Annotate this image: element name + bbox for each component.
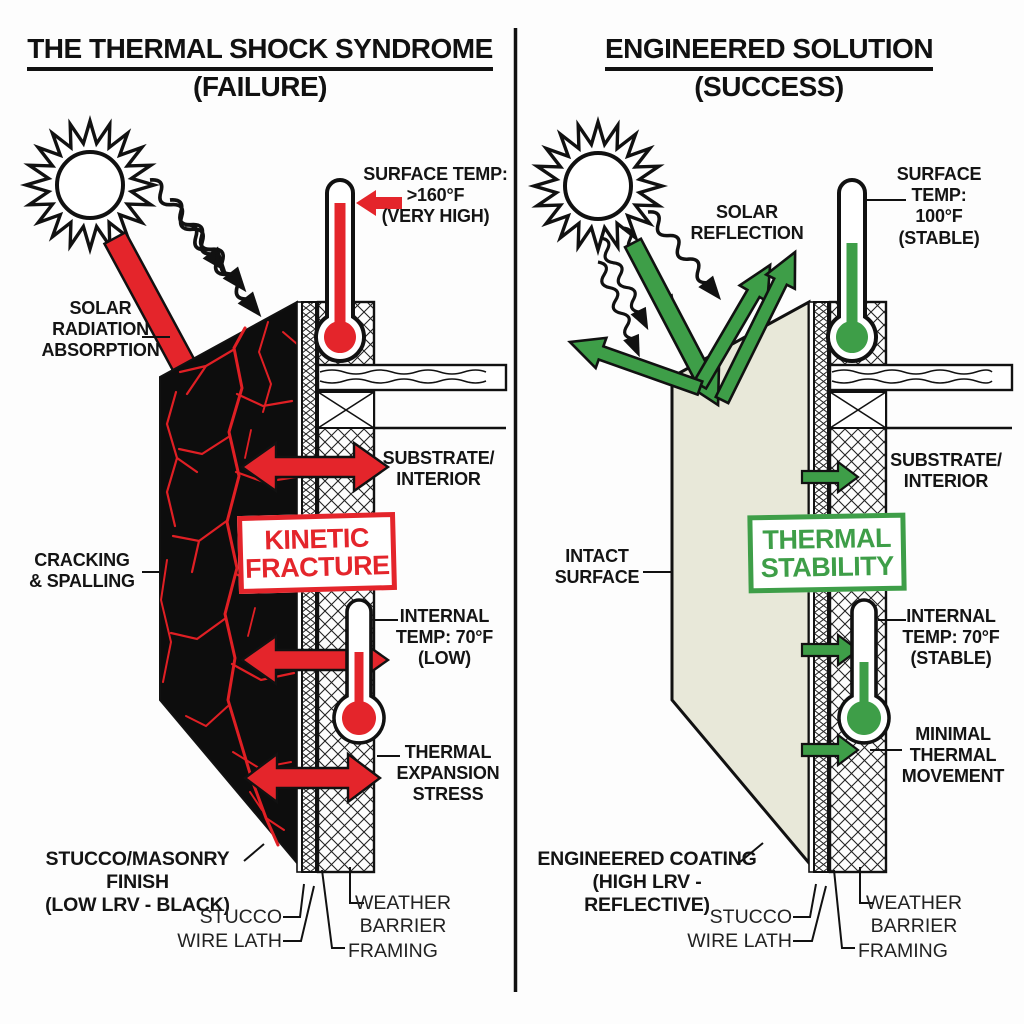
surface-thermometer-stable-icon bbox=[826, 178, 878, 363]
stucco-layer-label-failure: STUCCO bbox=[199, 906, 282, 928]
leader-lines-left bbox=[142, 336, 400, 949]
internal-thermometer-stable-icon bbox=[837, 598, 891, 745]
failure-diagram bbox=[19, 114, 508, 949]
failure-title-text: THE THERMAL SHOCK SYNDROME bbox=[27, 33, 493, 71]
minimal-transfer-arrows bbox=[800, 459, 860, 768]
kinetic-fracture-callout: KINETIC FRACTURE bbox=[237, 511, 397, 595]
wire-lath-label-success: WIRE LATH bbox=[687, 930, 792, 952]
thermal-stability-callout: THERMAL STABILITY bbox=[747, 512, 907, 594]
success-title-text: ENGINEERED SOLUTION bbox=[604, 33, 934, 71]
thermal-expansion-label: THERMAL EXPANSION STRESS bbox=[396, 742, 500, 805]
surface-temp-pointer-arrow bbox=[356, 190, 402, 216]
weather-barrier-label-success: WEATHER BARRIER bbox=[865, 892, 963, 937]
success-panel-subtitle: (SUCCESS) bbox=[694, 71, 844, 102]
failure-panel-subtitle: (FAILURE) bbox=[193, 71, 327, 102]
solar-reflection-label: SOLAR REFLECTION bbox=[690, 202, 804, 244]
substrate-interior-label-failure: SUBSTRATE/ INTERIOR bbox=[382, 448, 495, 490]
leader-lines-right bbox=[643, 199, 906, 949]
solar-radiation-label: SOLAR RADIATION ABSORPTION bbox=[41, 298, 160, 361]
minimal-movement-label: MINIMAL THERMAL MOVEMENT bbox=[901, 724, 1005, 787]
floor-framing bbox=[316, 363, 508, 430]
black-stucco-wall bbox=[159, 300, 299, 866]
sun-icon bbox=[19, 114, 161, 256]
surface-thermometer-hot-icon bbox=[314, 178, 366, 363]
floor-framing bbox=[828, 363, 1014, 430]
framing-label-failure: FRAMING bbox=[348, 940, 438, 962]
engineered-coating-label: ENGINEERED COATING (HIGH LRV - REFLECTIV… bbox=[537, 848, 757, 916]
sun-icon bbox=[527, 115, 669, 257]
weather-barrier-label-failure: WEATHER BARRIER bbox=[354, 892, 452, 937]
surface-temp-label-failure: SURFACE TEMP: >160°F (VERY HIGH) bbox=[363, 164, 508, 227]
stress-arrows bbox=[239, 440, 391, 805]
substrate-interior-label-success: SUBSTRATE/ INTERIOR bbox=[890, 450, 1002, 492]
success-panel-title: ENGINEERED SOLUTION bbox=[522, 33, 1016, 71]
solar-reflection-arrows bbox=[567, 237, 797, 408]
internal-temp-label-failure: INTERNAL TEMP: 70°F (LOW) bbox=[395, 606, 494, 669]
failure-panel-title: THE THERMAL SHOCK SYNDROME bbox=[8, 33, 512, 71]
wire-lath-label-failure: WIRE LATH bbox=[177, 930, 282, 952]
crack-pattern bbox=[159, 321, 299, 847]
intact-surface-label: INTACT SURFACE bbox=[554, 546, 640, 588]
framing-label-success: FRAMING bbox=[858, 940, 948, 962]
cracking-spalling-label: CRACKING & SPALLING bbox=[29, 550, 135, 592]
stucco-finish-label: STUCCO/MASONRY FINISH (LOW LRV - BLACK) bbox=[45, 848, 230, 916]
internal-temp-label-success: INTERNAL TEMP: 70°F (STABLE) bbox=[902, 606, 1000, 669]
stucco-layer-label-success: STUCCO bbox=[709, 906, 792, 928]
internal-thermometer-low-icon bbox=[332, 598, 386, 745]
surface-temp-label-success: SURFACE TEMP: 100°F (STABLE) bbox=[896, 164, 982, 248]
